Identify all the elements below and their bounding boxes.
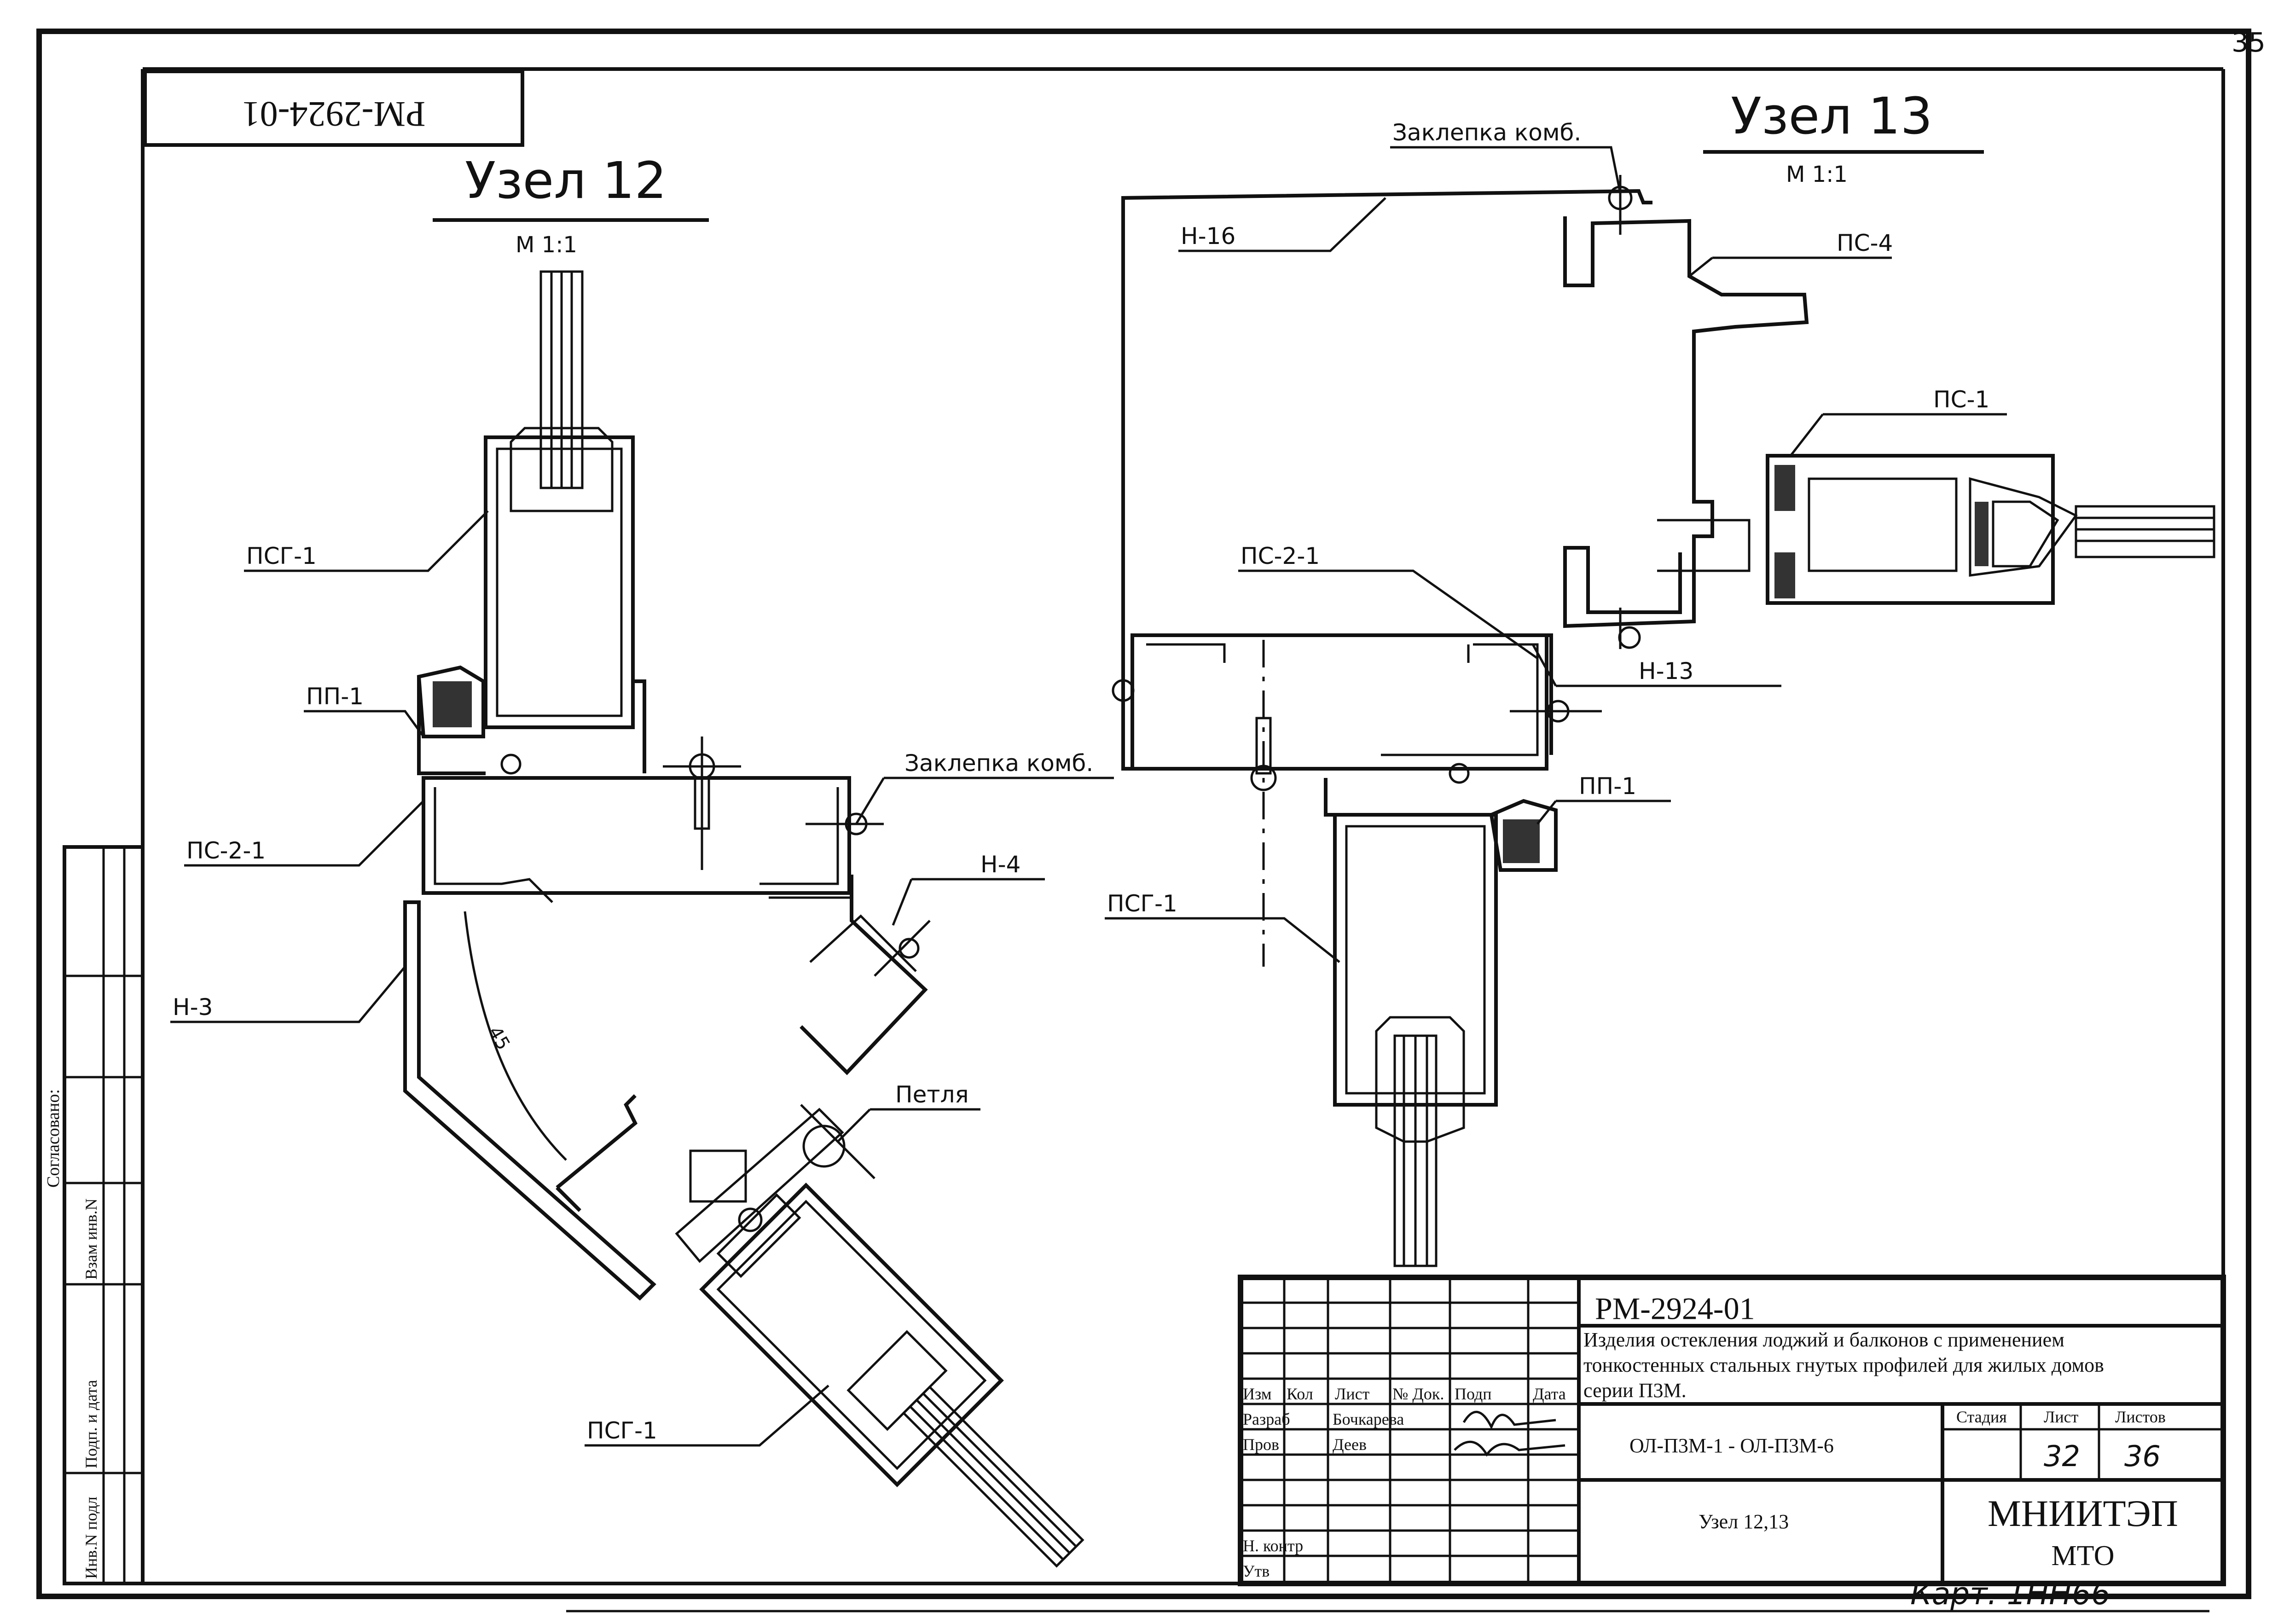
tb-name-razrab: Бочкарева	[1333, 1410, 1404, 1428]
handwritten-note: Карт. 1НН66	[1910, 1576, 2110, 1612]
tb-desc-1: Изделия остекления лоджий и балконов с п…	[1583, 1328, 2064, 1351]
tb-h-kol: Кол	[1287, 1385, 1313, 1403]
hinge-assembly	[556, 1094, 846, 1263]
label-h13: Н-13	[1639, 658, 1693, 684]
tb-org: МНИИТЭП	[1988, 1492, 2178, 1534]
tb-role-nkontr: Н. контр	[1243, 1537, 1303, 1555]
psg1-upper-profile	[484, 435, 646, 773]
label-ps1: ПС-1	[1933, 386, 1989, 413]
angle-arc	[464, 911, 567, 1161]
h16-profile	[1121, 189, 1652, 771]
tb-h-podp: Подп	[1455, 1385, 1492, 1403]
label-hinge: Петля	[895, 1081, 969, 1108]
node13-title: Узел 13	[1731, 87, 1932, 145]
rotated-code: PM-2924-01	[242, 94, 426, 134]
page-number: 35	[2232, 27, 2266, 58]
label-rivet-13: Заклепка комб.	[1392, 119, 1581, 146]
rivets-13	[1112, 175, 1641, 791]
tb-desc-2: тонкостенных стальных гнутых профилей дл…	[1583, 1354, 2104, 1376]
tb-sheet-title: Узел 12,13	[1699, 1510, 1789, 1533]
tb-code: РМ-2924-01	[1595, 1291, 1755, 1326]
tb-name-prov: Деев	[1333, 1435, 1367, 1454]
signature-razrab	[1462, 1410, 1556, 1430]
rotated-code-box: PM-2924-01	[143, 70, 524, 147]
ps21-profile-13	[1131, 633, 1548, 771]
tb-sheets: 36	[2124, 1439, 2161, 1473]
gasket-top	[510, 427, 614, 512]
tb-role-prov: Пров	[1243, 1435, 1279, 1454]
tb-role-utv: Утв	[1243, 1562, 1270, 1580]
ps4-profile	[1563, 216, 1809, 628]
tb-dept: МТО	[2052, 1540, 2115, 1572]
label-pp1-12: ПП-1	[306, 683, 364, 710]
tb-products: ОЛ-П3М-1 - ОЛ-П3М-6	[1629, 1434, 1834, 1457]
psg1-profile-13	[1324, 778, 1498, 1267]
tb-h-izm: Изм	[1243, 1385, 1272, 1403]
pp1-seal	[417, 665, 486, 775]
label-ps21-13: ПС-2-1	[1241, 543, 1320, 569]
sign-date-label: Подп. и дата	[82, 1380, 100, 1468]
glass-pane-top	[539, 270, 584, 489]
title-block: РМ-2924-01 Изделия остекления лоджий и б…	[1238, 1275, 2226, 1586]
replace-inv-label: Взам инв.N	[82, 1198, 100, 1280]
tb-h-date: Дата	[1533, 1385, 1566, 1403]
label-h4: Н-4	[980, 851, 1020, 878]
label-h3: Н-3	[173, 994, 213, 1021]
agreed-label: Согласовано:	[44, 1089, 63, 1188]
tb-stage-label: Стадия	[1956, 1408, 2007, 1426]
psg1-lower-profile	[699, 1183, 1084, 1568]
tb-h-list: Лист	[1335, 1385, 1370, 1403]
label-h16: Н-16	[1181, 223, 1235, 249]
node12-scale: M 1:1	[516, 232, 577, 258]
label-psg1-top: ПСГ-1	[246, 543, 317, 569]
tb-desc-3: серии П3М.	[1583, 1379, 1687, 1402]
node-12: Узел 12 M 1:1	[170, 151, 1114, 1568]
ps1-profile	[1766, 454, 2215, 605]
side-stamp: Согласовано: Взам инв.N Подп. и дата Инв…	[44, 845, 145, 1585]
signature-prov	[1454, 1440, 1565, 1457]
label-rivet-12: Заклепка комб.	[904, 750, 1093, 777]
label-psg1-bottom: ПСГ-1	[587, 1417, 657, 1444]
pp1-seal-13	[1489, 799, 1558, 872]
tb-sheet: 32	[2044, 1439, 2080, 1473]
h13-profile	[1537, 633, 1553, 755]
tb-sheets-label: Листов	[2115, 1408, 2166, 1426]
label-psg1-13: ПСГ-1	[1107, 890, 1177, 917]
node-13: Узел 13 M 1:1	[1105, 87, 2215, 1267]
tb-h-doc: № Док.	[1392, 1385, 1444, 1403]
inv-orig-label: Инв.N подл	[82, 1496, 100, 1579]
label-ps21-12: ПС-2-1	[186, 837, 266, 864]
leaders-12	[170, 510, 1114, 1447]
label-pp1-13: ПП-1	[1579, 773, 1636, 800]
h3-skin	[403, 900, 656, 1301]
tb-role-razrab: Разраб	[1243, 1410, 1290, 1428]
leaders-13	[1105, 146, 2007, 963]
label-ps4: ПС-4	[1837, 230, 1893, 256]
node13-scale: M 1:1	[1786, 162, 1848, 187]
h4-profile	[800, 875, 928, 1075]
node12-title: Узел 12	[465, 151, 667, 210]
tb-sheet-label: Лист	[2044, 1408, 2079, 1426]
ps21-profile	[422, 776, 852, 903]
